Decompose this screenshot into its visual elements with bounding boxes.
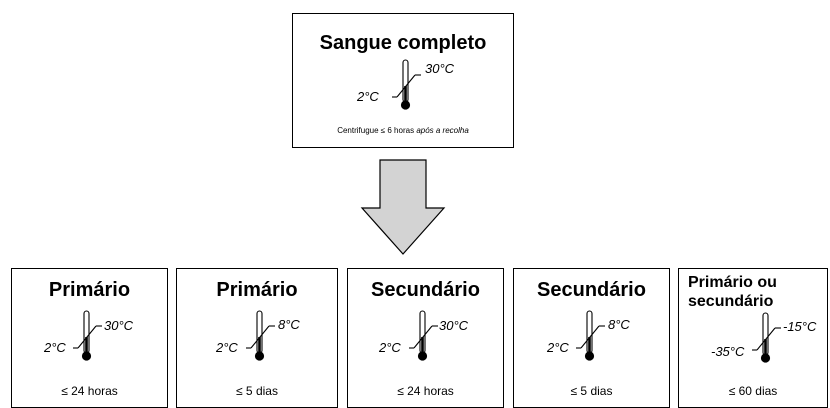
- source-box: Sangue completo 30°C 2°C Centrifugue ≤ 6…: [292, 13, 514, 148]
- storage-temp-high-1: 30°C: [104, 318, 134, 333]
- storage-temp-high-3: 30°C: [439, 318, 469, 333]
- source-title: Sangue completo: [319, 32, 487, 54]
- storage-title-5-line1: Primário ou: [688, 274, 777, 291]
- thermometer-icon: [752, 312, 781, 363]
- source-temp-low: 2°C: [357, 89, 379, 104]
- storage-title-3: Secundário: [371, 279, 480, 301]
- storage-box-3: Secundário 30°C 2°C ≤ 24 horas: [347, 268, 504, 408]
- source-note: Centrifugue ≤ 6 horas após a recolha: [293, 127, 513, 135]
- storage-temp-low-2: 2°C: [216, 340, 238, 355]
- storage-temp-low-5: -35°C: [711, 344, 745, 359]
- storage-box-4: Secundário 8°C 2°C ≤ 5 dias: [513, 268, 670, 408]
- storage-box-2: Primário 8°C 2°C ≤ 5 dias: [176, 268, 338, 408]
- down-arrow-icon: [360, 159, 446, 255]
- thermometer-icon: [246, 310, 275, 361]
- source-note-italic: após a recolha: [416, 126, 469, 135]
- storage-temp-high-4: 8°C: [608, 317, 630, 332]
- storage-duration-2: ≤ 5 dias: [236, 384, 278, 398]
- storage-title-5: Primário ou secundário: [688, 273, 777, 311]
- source-temp-high: 30°C: [425, 61, 455, 76]
- thermometer-icon: [392, 59, 421, 110]
- source-note-text: Centrifugue ≤ 6 horas: [337, 126, 415, 135]
- arrow-shape: [360, 159, 446, 255]
- storage-title-5-line2: secundário: [688, 293, 774, 310]
- storage-temp-low-1: 2°C: [44, 340, 66, 355]
- storage-temp-high-5: -15°C: [783, 319, 817, 334]
- storage-temp-low-3: 2°C: [379, 340, 401, 355]
- thermometer-icon: [73, 310, 102, 361]
- storage-box-5: Primário ou secundário -15°C -35°C ≤ 60 …: [678, 268, 828, 408]
- storage-title-4: Secundário: [537, 279, 646, 301]
- storage-temp-low-4: 2°C: [547, 340, 569, 355]
- storage-duration-3: ≤ 24 horas: [397, 384, 454, 398]
- thermometer-icon: [409, 310, 438, 361]
- storage-duration-5: ≤ 60 dias: [728, 384, 778, 398]
- storage-duration-4: ≤ 5 dias: [570, 384, 613, 398]
- storage-title-1: Primário: [48, 279, 131, 301]
- storage-box-1: Primário 30°C 2°C ≤ 24 horas: [11, 268, 168, 408]
- storage-temp-high-2: 8°C: [278, 317, 300, 332]
- storage-duration-1: ≤ 24 horas: [61, 384, 118, 398]
- thermometer-icon: [576, 310, 605, 361]
- storage-title-2: Primário: [216, 279, 298, 301]
